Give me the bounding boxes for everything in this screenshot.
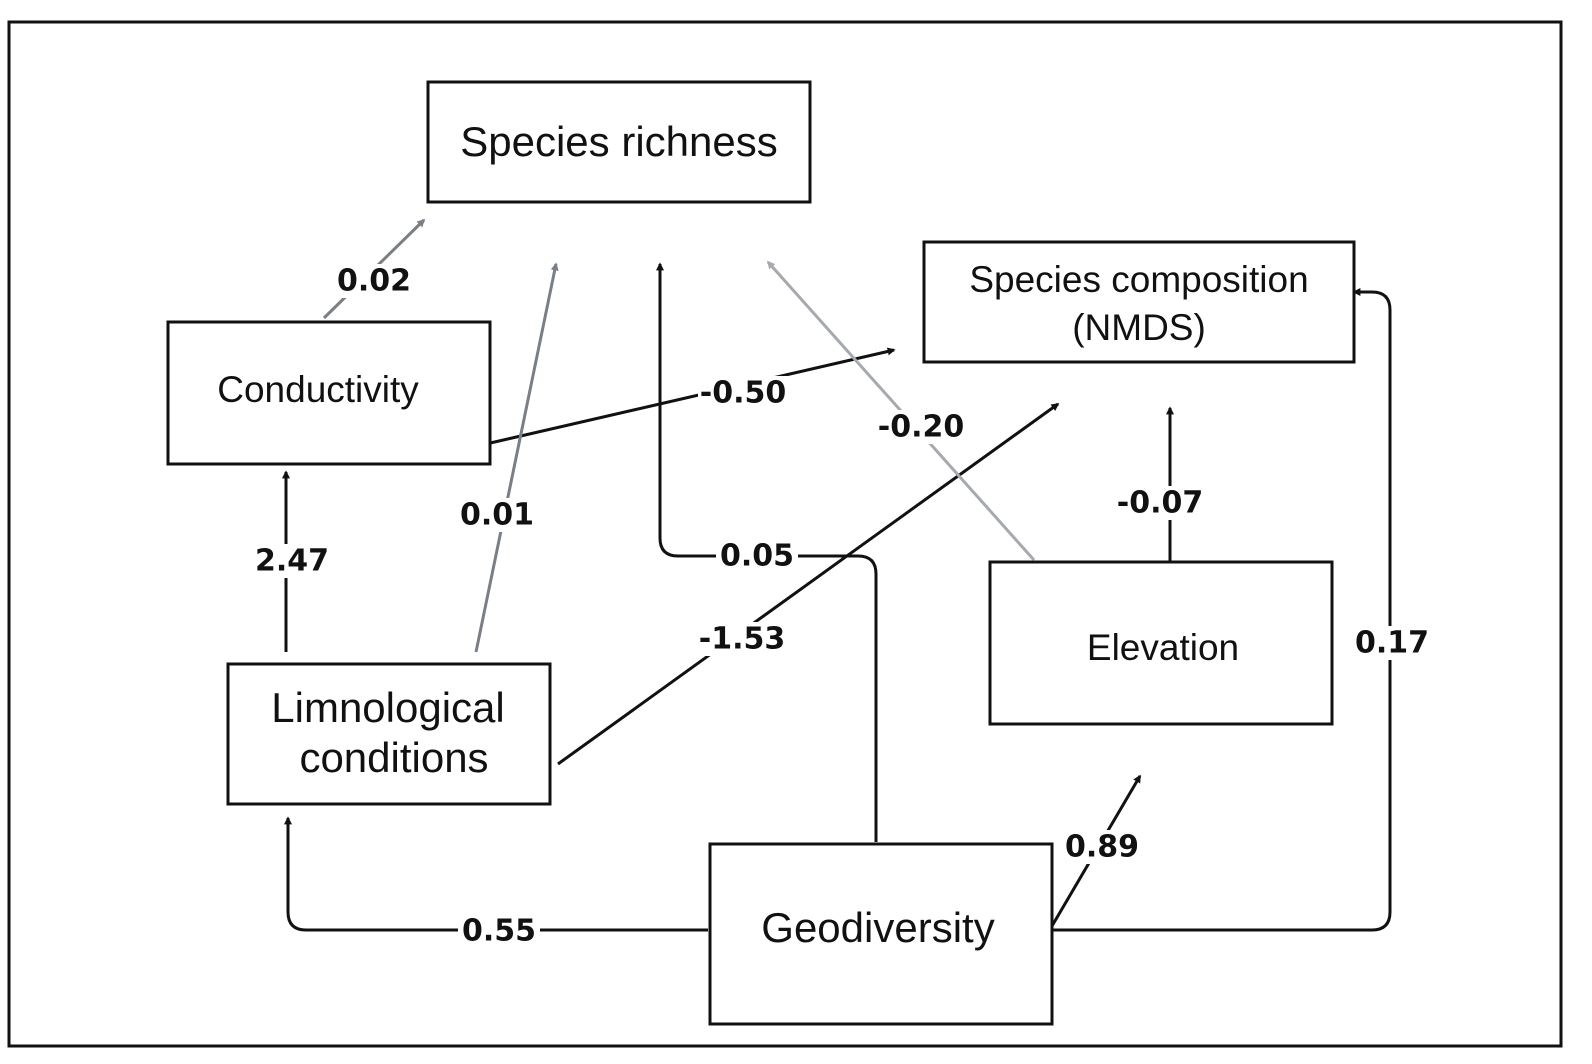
- edges: [282, 218, 1392, 932]
- label-geodiversity-to-composition: 0.17: [1355, 626, 1429, 661]
- label-elevation-to-composition: -0.07: [1116, 486, 1206, 521]
- label-limnological-to-richness: 0.01: [458, 498, 534, 533]
- svg-text:conditions: conditions: [299, 734, 488, 781]
- svg-text:Species richness: Species richness: [460, 118, 777, 165]
- label-geodiversity-to-richness: 0.05: [716, 539, 798, 574]
- label-geodiversity-to-elevation: 0.89: [1064, 830, 1139, 865]
- svg-text:0.05: 0.05: [720, 539, 794, 574]
- svg-text:Species composition: Species composition: [969, 259, 1308, 300]
- edge-geodiversity-to-limnological: [284, 816, 708, 932]
- edge-geodiversity-to-composition: [1052, 288, 1392, 932]
- label-limnological-to-composition: -1.53: [699, 622, 788, 657]
- node-conductivity: Conductivity: [166, 320, 492, 466]
- edge-conductivity-to-composition: [485, 347, 896, 446]
- label-conductivity-to-richness: 0.02: [334, 264, 414, 299]
- svg-text:2.47: 2.47: [255, 544, 329, 579]
- edge-limnological-to-composition: [557, 402, 1060, 766]
- svg-text:-0.50: -0.50: [700, 376, 786, 411]
- node-limnological-conditions: Limnological conditions: [226, 662, 552, 806]
- svg-text:0.02: 0.02: [337, 264, 411, 299]
- svg-text:0.17: 0.17: [1355, 626, 1429, 661]
- svg-text:Geodiversity: Geodiversity: [761, 904, 994, 951]
- label-elevation-to-richness: -0.20: [876, 410, 966, 445]
- node-species-composition: Species composition (NMDS): [922, 240, 1356, 364]
- svg-text:Limnological: Limnological: [271, 684, 504, 731]
- node-elevation: Elevation: [988, 560, 1334, 726]
- svg-text:0.55: 0.55: [462, 914, 536, 949]
- label-geodiversity-to-limnological: 0.55: [458, 914, 540, 949]
- node-geodiversity: Geodiversity: [708, 842, 1054, 1026]
- edge-labels: 0.02 -0.50 2.47 0.01 -1.53 0.05 -0.20 -: [254, 264, 1429, 949]
- svg-text:-1.53: -1.53: [699, 622, 785, 657]
- svg-text:0.89: 0.89: [1065, 830, 1139, 865]
- svg-text:Elevation: Elevation: [1087, 627, 1239, 668]
- edge-limnological-to-richness: [474, 262, 559, 653]
- svg-text:-0.07: -0.07: [1117, 486, 1203, 521]
- svg-text:Conductivity: Conductivity: [217, 369, 419, 410]
- svg-text:-0.20: -0.20: [878, 410, 964, 445]
- svg-text:(NMDS): (NMDS): [1072, 307, 1206, 348]
- diagram-frame: [7, 20, 1563, 1048]
- svg-text:0.01: 0.01: [460, 498, 534, 533]
- label-conductivity-to-composition: -0.50: [698, 376, 788, 411]
- label-limnological-to-conductivity: 2.47: [254, 544, 329, 579]
- node-species-richness: Species richness: [426, 80, 812, 204]
